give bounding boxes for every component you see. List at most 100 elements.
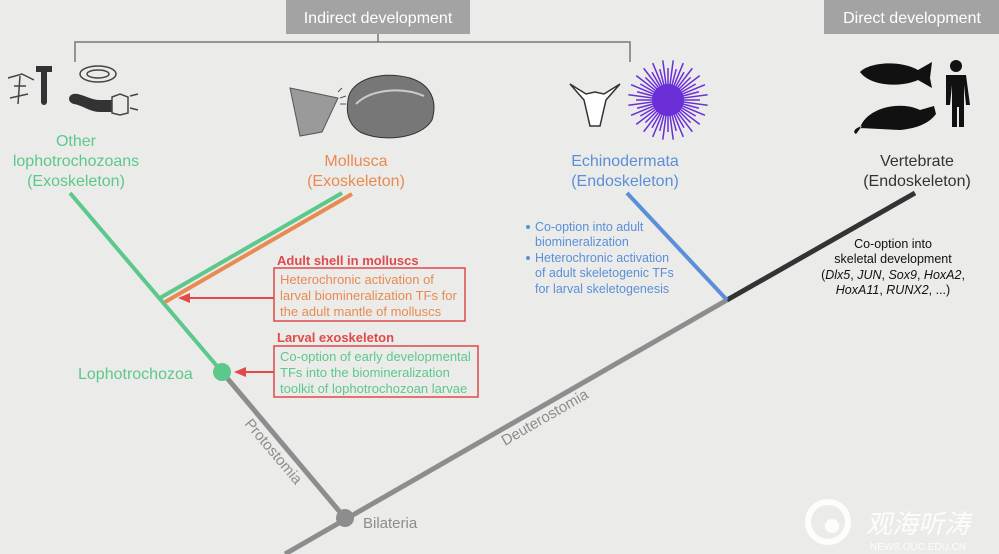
urchin-spine [639, 105, 658, 117]
arrowhead-icon [234, 367, 246, 377]
direct-header: Direct development [843, 10, 981, 27]
urchin-spine [630, 103, 658, 117]
echinodermata-icons [569, 60, 708, 140]
sea-urchin-icon [652, 84, 684, 116]
urchin-spine [678, 103, 706, 117]
svg-text:skeletal development: skeletal development [834, 252, 952, 266]
urchin-spine [651, 110, 665, 138]
urchin-spine [628, 100, 657, 106]
echinodermata-label: Echinodermata (Endoskeleton) [571, 153, 679, 190]
urchin-spine [674, 67, 693, 91]
other-loph-branch [68, 191, 224, 374]
watermark-logo-icon [805, 499, 851, 545]
bilateria-node [336, 509, 354, 527]
urchin-spine [643, 67, 662, 91]
gene-name: Sox9 [888, 268, 917, 282]
oyster-icon [346, 74, 435, 139]
svg-text:(Endoskeleton): (Endoskeleton) [863, 173, 971, 190]
svg-text:(Dlx5, JUN, Sox9, HoxA2,: (Dlx5, JUN, Sox9, HoxA2, [821, 268, 965, 282]
echinodermata-notes: Co-option into adult biomineralization H… [526, 220, 674, 296]
urchin-spine [677, 106, 701, 125]
urchin-spine [668, 60, 674, 89]
urchin-spine [644, 107, 661, 124]
indirect-header-box [286, 0, 470, 34]
indirect-bracket [74, 34, 631, 62]
brachiopod-larva-icon [7, 73, 35, 105]
larval-exo-box [273, 345, 479, 398]
urchin-spine [636, 90, 657, 98]
vertebrate-icons [854, 60, 970, 134]
urchin-spine [630, 83, 658, 97]
bryozoan-icon [79, 65, 117, 83]
urchin-spine [674, 109, 693, 133]
svg-text:Co-option into: Co-option into [854, 237, 932, 251]
urchin-spine [639, 83, 658, 95]
urchin-spine [635, 75, 659, 94]
svg-text:Co-option into adult: Co-option into adult [535, 220, 644, 234]
svg-text:(Endoskeleton): (Endoskeleton) [571, 173, 679, 190]
urchin-spine [658, 68, 666, 89]
svg-text:Echinodermata: Echinodermata [571, 153, 679, 170]
gene-name: JUN [856, 268, 882, 282]
adult-shell-box [273, 267, 466, 322]
urchin-spine [670, 111, 678, 132]
protostomia-branch [220, 370, 347, 520]
direct-header-box [824, 0, 999, 34]
pluteus-larva-icon [569, 83, 621, 127]
urchin-spine [671, 62, 685, 90]
mollusca-label: Mollusca (Exoskeleton) [307, 153, 405, 190]
urchin-spine [644, 76, 661, 93]
urchin-spine [678, 83, 697, 95]
urchin-spine [679, 102, 700, 110]
fish-icon [860, 62, 932, 88]
urchin-spine [668, 111, 674, 140]
urchin-spine [662, 60, 668, 89]
urchin-spine [671, 110, 685, 138]
larval-exo-title: Larval exoskeleton [277, 330, 394, 345]
svg-text:for larval skeletogenesis: for larval skeletogenesis [535, 282, 669, 296]
other-loph-icons [7, 65, 139, 116]
human-icon [946, 60, 970, 127]
deuterostomia-label: Deuterostomia [499, 386, 593, 450]
tube-worm-icon [36, 66, 52, 105]
bilateria-label: Bilateria [363, 515, 418, 532]
urchin-spine [679, 90, 700, 98]
svg-text:HoxA11, RUNX2, ...): HoxA11, RUNX2, ...) [836, 283, 950, 297]
urchin-spine [675, 76, 692, 93]
svg-text:(Exoskeleton): (Exoskeleton) [27, 173, 125, 190]
urchin-spine [678, 105, 697, 117]
arrowhead-icon [178, 293, 190, 303]
urchin-spine [670, 68, 678, 89]
mollusca-branch-green [159, 191, 343, 300]
svg-text:the adult mantle of molluscs: the adult mantle of molluscs [280, 304, 442, 319]
urchin-spine [651, 110, 663, 129]
urchin-spine [658, 111, 666, 132]
mollusca-branch-orange [163, 192, 354, 304]
svg-text:Vertebrate: Vertebrate [880, 153, 954, 170]
protostomia-label: Protostomia [241, 416, 306, 489]
svg-text:toolkit of lophotrochozoan lar: toolkit of lophotrochozoan larvae [280, 381, 467, 396]
urchin-spine [679, 100, 708, 106]
urchin-spine [662, 111, 668, 140]
gene-name: Dlx5 [825, 268, 850, 282]
phoronid-icon [69, 93, 112, 112]
gene-name: HoxA11 [836, 283, 880, 297]
urchin-spine [677, 75, 701, 94]
urchin-spine [628, 94, 657, 100]
svg-text:lophotrochozoans: lophotrochozoans [13, 153, 139, 170]
mollusca-icons [289, 74, 435, 139]
svg-text:Heterochronic activation of: Heterochronic activation of [280, 272, 434, 287]
gene-name: HoxA2 [924, 268, 962, 282]
urchin-spine [636, 102, 657, 110]
adult-shell-text: Heterochronic activation of larval biomi… [280, 272, 457, 319]
svg-text:Co-option of early development: Co-option of early developmental [280, 349, 471, 364]
urchin-spine [675, 107, 692, 124]
vertebrate-label: Vertebrate (Endoskeleton) [863, 153, 971, 190]
urchin-spine [673, 110, 685, 129]
mouse-icon [854, 105, 936, 134]
svg-text:NEWS.OUC.EDU.CN: NEWS.OUC.EDU.CN [870, 542, 966, 553]
gene-name: RUNX2 [886, 283, 928, 297]
svg-text:(Exoskeleton): (Exoskeleton) [307, 173, 405, 190]
svg-text:Heterochronic activation: Heterochronic activation [535, 251, 669, 265]
